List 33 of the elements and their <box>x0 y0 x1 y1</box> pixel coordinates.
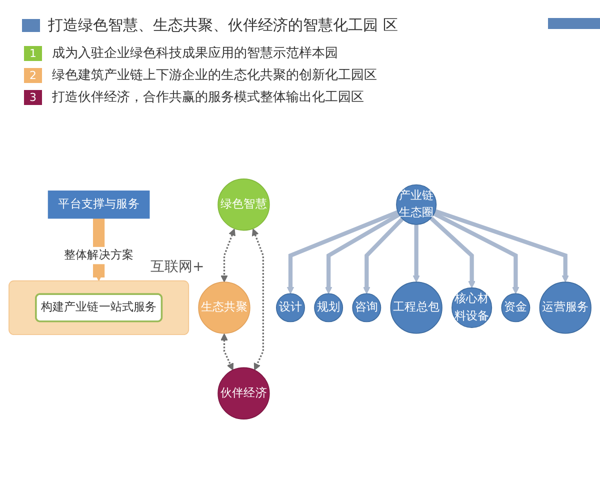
arrow <box>363 217 404 294</box>
node-box: 平台支撑与服务 <box>48 190 150 219</box>
list-item-text: 成为入驻企业绿色科技成果应用的智慧示范样本园 <box>52 46 338 62</box>
list-number: 1 <box>24 46 42 61</box>
list-number: 2 <box>24 68 42 83</box>
node-circle: 运营服务 <box>539 282 592 334</box>
arrow <box>286 210 399 294</box>
node-circle: 工程总包 <box>390 282 442 334</box>
list-item-text: 打造伙伴经济，合作共赢的服务模式整体输出化工园区 <box>52 90 364 106</box>
arrow <box>324 212 400 294</box>
arrow <box>430 216 476 288</box>
node-circle: 资金 <box>501 293 530 322</box>
node-circle: 伙伴经济 <box>218 367 270 420</box>
node-circle: 产业链生态圈 <box>396 184 437 225</box>
arrow <box>220 333 234 370</box>
center-label: 互联网+ <box>149 258 206 276</box>
node-circle: 核心材料设备 <box>452 287 492 328</box>
arrow <box>412 224 420 282</box>
cluster <box>8 280 190 336</box>
node-circle: 咨询 <box>352 293 382 322</box>
arrow <box>434 209 569 282</box>
node-circle: 规划 <box>314 293 344 322</box>
list-number: 3 <box>24 90 42 105</box>
arrow <box>220 228 236 282</box>
slide-title: 打造绿色智慧、生态共聚、伙伴经济的智慧化工园 区 <box>48 16 398 34</box>
node-circle: 生态共聚 <box>198 282 250 334</box>
node-circle: 绿色智慧 <box>218 178 270 231</box>
edge-label: 整体解决方案 <box>64 248 134 262</box>
arrow <box>93 218 105 282</box>
node-circle: 设计 <box>276 293 305 322</box>
arrow <box>433 212 520 294</box>
list-item-text: 绿色建筑产业链上下游企业的生态化共聚的创新化工园区 <box>52 68 377 84</box>
arrow <box>252 228 264 370</box>
